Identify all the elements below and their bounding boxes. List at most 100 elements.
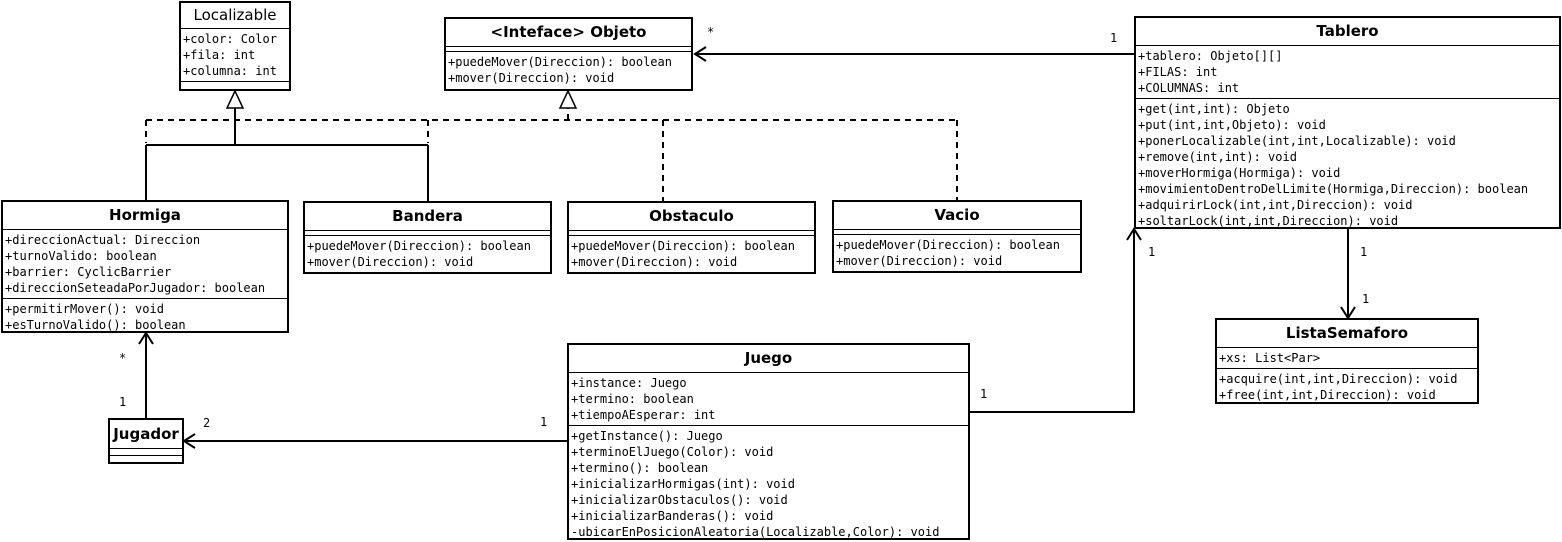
operation: +mover(Direccion): void <box>836 254 1003 268</box>
realization-lines <box>145 108 958 201</box>
operation: +puedeMover(Direccion): boolean <box>571 239 795 253</box>
attributes-section: +tablero: Objeto[][] +FILAS: int +COLUMN… <box>1136 46 1559 99</box>
operation: +acquire(int,int,Direccion): void <box>1219 372 1458 386</box>
operation: +mover(Direccion): void <box>307 255 474 269</box>
multiplicity-label: * <box>707 25 714 39</box>
operation: +inicializarHormigas(int): void <box>571 477 795 491</box>
attributes-section <box>446 47 691 52</box>
attribute: +color: Color <box>183 32 277 46</box>
operations-section: +puedeMover(Direccion): boolean +mover(D… <box>834 235 1080 271</box>
attribute: +xs: List<Par> <box>1219 351 1321 365</box>
multiplicity-label: * <box>119 351 126 365</box>
class-listasemaforo: ListaSemaforo +xs: List<Par> +acquire(in… <box>1215 318 1479 404</box>
attribute: +columna: int <box>183 64 277 78</box>
operation: +moverHormiga(Hormiga): void <box>1138 166 1341 180</box>
operation: +inicializarObstaculos(): void <box>571 493 788 507</box>
generalization-arrowhead <box>225 89 245 109</box>
operation: +esTurnoValido(): boolean <box>5 318 186 332</box>
class-vacio: Vacio +puedeMover(Direccion): boolean +m… <box>832 200 1082 273</box>
class-hormiga: Hormiga +direccionActual: Direccion +tur… <box>1 200 289 333</box>
class-title: Vacio <box>834 202 1080 230</box>
attribute: +tablero: Objeto[][] <box>1138 49 1283 63</box>
operation: +remove(int,int): void <box>1138 150 1297 164</box>
operation: +put(int,int,Objeto): void <box>1138 118 1326 132</box>
attributes-section: +direccionActual: Direccion +turnoValido… <box>3 230 287 299</box>
interface-objeto: <Inteface> Objeto +puedeMover(Direccion)… <box>444 17 693 91</box>
class-localizable: Localizable +color: Color +fila: int +co… <box>179 1 291 91</box>
operations-section: +getInstance(): Juego +terminoElJuego(Co… <box>569 426 968 542</box>
association-arrowhead <box>138 331 154 345</box>
operation: +movimientoDentroDelLimite(Hormiga,Direc… <box>1138 182 1529 196</box>
attributes-section <box>110 449 182 456</box>
attribute: +instance: Juego <box>571 376 687 390</box>
operation: +free(int,int,Direccion): void <box>1219 388 1436 402</box>
class-title: Bandera <box>305 203 550 231</box>
multiplicity-label: 1 <box>1110 31 1117 45</box>
multiplicity-label: 1 <box>980 387 987 401</box>
multiplicity-label: 1 <box>1362 292 1369 306</box>
attributes-section: +instance: Juego +termino: boolean +tiem… <box>569 373 968 426</box>
operations-section <box>181 82 289 86</box>
attributes-section <box>834 230 1080 235</box>
operation: +mover(Direccion): void <box>448 71 615 85</box>
attribute: +turnoValido: boolean <box>5 249 157 263</box>
class-title: Obstaculo <box>569 203 814 231</box>
multiplicity-label: 1 <box>119 395 126 409</box>
attributes-section: +color: Color +fila: int +columna: int <box>181 29 289 82</box>
operations-section: +puedeMover(Direccion): boolean +mover(D… <box>446 52 691 88</box>
operations-section: +get(int,int): Objeto +put(int,int,Objet… <box>1136 99 1559 231</box>
class-juego: Juego +instance: Juego +termino: boolean… <box>567 343 970 540</box>
class-title: Localizable <box>181 3 289 29</box>
operations-section <box>110 456 182 462</box>
operations-section: +puedeMover(Direccion): boolean +mover(D… <box>569 236 814 272</box>
multiplicity-label: 2 <box>203 416 210 430</box>
operation: +termino(): boolean <box>571 461 709 475</box>
attribute: +termino: boolean <box>571 392 694 406</box>
association-juego-tablero <box>970 229 1135 413</box>
class-title: <Inteface> Objeto <box>446 19 691 47</box>
class-tablero: Tablero +tablero: Objeto[][] +FILAS: int… <box>1134 16 1561 229</box>
operations-section: +puedeMover(Direccion): boolean +mover(D… <box>305 236 550 272</box>
operation: +puedeMover(Direccion): boolean <box>448 55 672 69</box>
class-title: Juego <box>569 345 968 373</box>
class-title: ListaSemaforo <box>1217 320 1477 348</box>
operation: +ponerLocalizable(int,int,Localizable): … <box>1138 134 1456 148</box>
attribute: +barrier: CyclicBarrier <box>5 265 172 279</box>
class-title: Hormiga <box>3 202 287 230</box>
class-bandera: Bandera +puedeMover(Direccion): boolean … <box>303 201 552 274</box>
operation: +adquirirLock(int,int,Direccion): void <box>1138 198 1413 212</box>
class-obstaculo: Obstaculo +puedeMover(Direccion): boolea… <box>567 201 816 274</box>
multiplicity-label: 1 <box>540 415 547 429</box>
operation: +mover(Direccion): void <box>571 255 738 269</box>
attributes-section: +xs: List<Par> <box>1217 348 1477 369</box>
association-arrowhead <box>693 46 707 62</box>
operation: +inicializarBanderas(): void <box>571 509 774 523</box>
association-arrowhead <box>182 433 196 449</box>
attribute: +fila: int <box>183 48 256 62</box>
operation: +getInstance(): Juego <box>571 429 723 443</box>
attribute: +direccionSeteadaPorJugador: boolean <box>5 281 266 295</box>
operation: +permitirMover(): void <box>5 302 164 316</box>
association-arrowhead <box>1126 227 1142 241</box>
operations-section: +permitirMover(): void +esTurnoValido():… <box>3 299 287 335</box>
attribute: +COLUMNAS: int <box>1138 81 1240 95</box>
operation: +puedeMover(Direccion): boolean <box>307 239 531 253</box>
operation: +terminoElJuego(Color): void <box>571 445 774 459</box>
realization-arrowhead <box>558 89 578 109</box>
multiplicity-label: 1 <box>1148 245 1155 259</box>
generalization-lines <box>145 108 429 201</box>
attribute: +direccionActual: Direccion <box>5 233 201 247</box>
class-title: Tablero <box>1136 18 1559 46</box>
attribute: +tiempoAEsperar: int <box>571 408 716 422</box>
multiplicity-label: 1 <box>1360 245 1367 259</box>
operation: +get(int,int): Objeto <box>1138 102 1290 116</box>
class-jugador: Jugador <box>108 418 184 464</box>
class-title: Jugador <box>110 420 182 449</box>
attributes-section <box>305 231 550 236</box>
operation: -ubicarEnPosicionAleatoria(Localizable,C… <box>571 525 940 539</box>
operations-section: +acquire(int,int,Direccion): void +free(… <box>1217 369 1477 405</box>
attribute: +FILAS: int <box>1138 65 1218 79</box>
operation: +puedeMover(Direccion): boolean <box>836 238 1060 252</box>
operation: +soltarLock(int,int,Direccion): void <box>1138 214 1399 228</box>
